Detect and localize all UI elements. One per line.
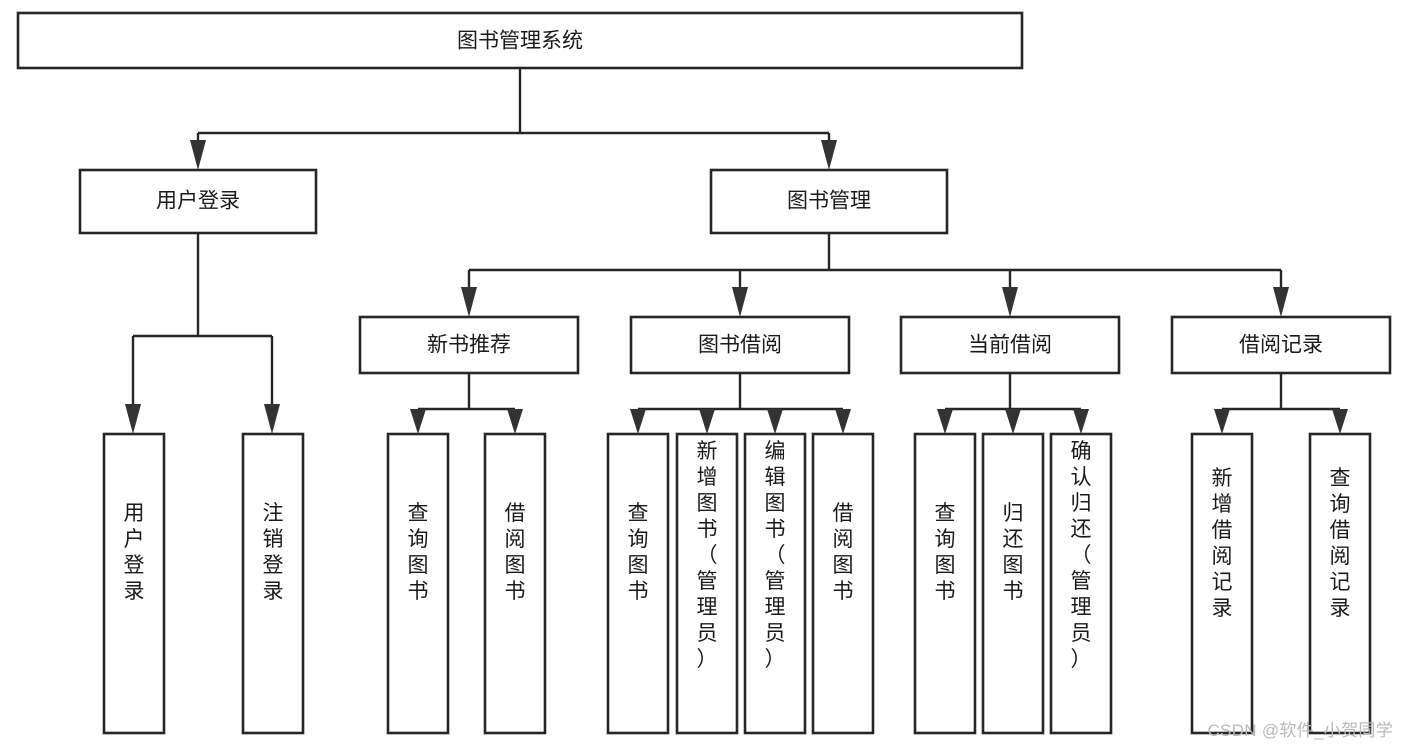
- node-leaf-return-book-label: 归还图书: [1003, 502, 1024, 603]
- node-leaf-query-book-rec[interactable]: 查询图书: [386, 432, 450, 735]
- node-leaf-confirm-return-admin[interactable]: 确认归还（管理员）: [1049, 432, 1113, 735]
- node-new-book-recommend-label: 新书推荐: [427, 334, 511, 357]
- arrow-head-book-borrow: [732, 287, 748, 317]
- node-leaf-query-book-borrow-label: 查询图书: [628, 502, 649, 603]
- node-borrow-record-label: 借阅记录: [1239, 334, 1323, 357]
- node-leaf-edit-book-admin-label: 编辑图书（管理员）: [765, 440, 786, 671]
- arrow-head-leaf-query-book-cur: [937, 409, 953, 434]
- arrow-head-leaf-return-book: [1005, 409, 1021, 434]
- node-leaf-borrow-book-rec[interactable]: 借阅图书: [483, 432, 547, 735]
- arrow-head-book-manage: [821, 140, 837, 170]
- node-leaf-add-book-admin-label: 新增图书（管理员）: [697, 440, 718, 671]
- node-user-login-box[interactable]: [78, 168, 318, 235]
- node-leaf-user-login[interactable]: 用户登录: [102, 432, 166, 735]
- arrow-head-leaf-borrow-book-rec: [507, 409, 523, 434]
- arrow-head-leaf-user-login: [125, 404, 141, 434]
- node-leaf-query-book-cur-box[interactable]: [913, 432, 977, 735]
- node-leaf-borrow-book-box[interactable]: [811, 432, 875, 735]
- arrow-head-user-login: [190, 140, 206, 170]
- node-leaf-query-book-cur[interactable]: 查询图书: [913, 432, 977, 735]
- node-leaf-borrow-book-label: 借阅图书: [833, 502, 854, 603]
- arrow-head-leaf-edit-book-admin: [767, 409, 783, 434]
- node-leaf-return-book[interactable]: 归还图书: [981, 432, 1045, 735]
- node-new-book-recommend-box[interactable]: [358, 315, 580, 375]
- node-leaf-borrow-book[interactable]: 借阅图书: [811, 432, 875, 735]
- node-book-borrow-label: 图书借阅: [698, 334, 782, 357]
- node-borrow-record-box[interactable]: [1170, 315, 1392, 375]
- node-leaf-query-borrow-record-label: 查询借阅记录: [1330, 467, 1351, 620]
- node-borrow-record[interactable]: 借阅记录: [1170, 315, 1392, 375]
- node-leaf-edit-book-admin-box[interactable]: [743, 432, 807, 735]
- node-leaf-query-borrow-record[interactable]: 查询借阅记录: [1308, 432, 1372, 735]
- arrow-head-leaf-add-borrow-record: [1214, 409, 1230, 434]
- arrow-head-leaf-user-logout: [264, 404, 280, 434]
- arrow-head-leaf-query-book-borrow: [630, 409, 646, 434]
- node-user-login[interactable]: 用户登录: [78, 168, 318, 235]
- arrow-head-current-borrow: [1002, 287, 1018, 317]
- node-leaf-user-logout-box[interactable]: [241, 432, 305, 735]
- node-book-manage[interactable]: 图书管理: [709, 168, 949, 235]
- node-leaf-return-book-box[interactable]: [981, 432, 1045, 735]
- arrow-head-leaf-confirm-return-admin: [1073, 409, 1089, 434]
- node-leaf-borrow-book-rec-label: 借阅图书: [505, 502, 526, 603]
- node-root-label: 图书管理系统: [457, 30, 583, 53]
- node-leaf-user-logout-label: 注销登录: [263, 502, 284, 603]
- node-leaf-add-book-admin-box[interactable]: [675, 432, 739, 735]
- node-leaf-query-book-borrow[interactable]: 查询图书: [606, 432, 670, 735]
- node-leaf-add-borrow-record-box[interactable]: [1190, 432, 1254, 735]
- node-book-manage-box[interactable]: [709, 168, 949, 235]
- node-leaf-query-book-borrow-box[interactable]: [606, 432, 670, 735]
- node-root-box[interactable]: [16, 11, 1024, 70]
- node-leaf-query-book-rec-label: 查询图书: [408, 502, 429, 603]
- node-current-borrow[interactable]: 当前借阅: [899, 315, 1121, 375]
- node-leaf-add-borrow-record-label: 新增借阅记录: [1212, 467, 1233, 620]
- node-current-borrow-box[interactable]: [899, 315, 1121, 375]
- arrow-head-borrow-record: [1273, 287, 1289, 317]
- node-root[interactable]: 图书管理系统: [16, 11, 1024, 70]
- node-book-borrow[interactable]: 图书借阅: [629, 315, 851, 375]
- node-leaf-add-borrow-record[interactable]: 新增借阅记录: [1190, 432, 1254, 735]
- node-leaf-query-borrow-record-box[interactable]: [1308, 432, 1372, 735]
- arrow-head-leaf-query-borrow-record: [1332, 409, 1348, 434]
- node-leaf-query-book-cur-label: 查询图书: [935, 502, 956, 603]
- node-book-manage-label: 图书管理: [787, 190, 871, 213]
- node-leaf-user-logout[interactable]: 注销登录: [241, 432, 305, 735]
- node-leaf-query-book-rec-box[interactable]: [386, 432, 450, 735]
- node-leaf-user-login-label: 用户登录: [124, 502, 145, 603]
- node-leaf-borrow-book-rec-box[interactable]: [483, 432, 547, 735]
- node-new-book-recommend[interactable]: 新书推荐: [358, 315, 580, 375]
- node-leaf-add-book-admin[interactable]: 新增图书（管理员）: [675, 432, 739, 735]
- arrow-head-new-book-recommend: [461, 287, 477, 317]
- arrow-head-leaf-add-book-admin: [699, 409, 715, 434]
- node-leaf-confirm-return-admin-label: 确认归还（管理员）: [1071, 440, 1092, 671]
- node-user-login-label: 用户登录: [156, 190, 240, 213]
- connector-layer: [125, 68, 1348, 434]
- arrow-head-leaf-query-book-rec: [410, 409, 426, 434]
- node-book-borrow-box[interactable]: [629, 315, 851, 375]
- arrow-head-leaf-borrow-book: [835, 409, 851, 434]
- node-leaf-user-login-box[interactable]: [102, 432, 166, 735]
- node-leaf-confirm-return-admin-box[interactable]: [1049, 432, 1113, 735]
- node-current-borrow-label: 当前借阅: [968, 334, 1052, 357]
- node-leaf-edit-book-admin[interactable]: 编辑图书（管理员）: [743, 432, 807, 735]
